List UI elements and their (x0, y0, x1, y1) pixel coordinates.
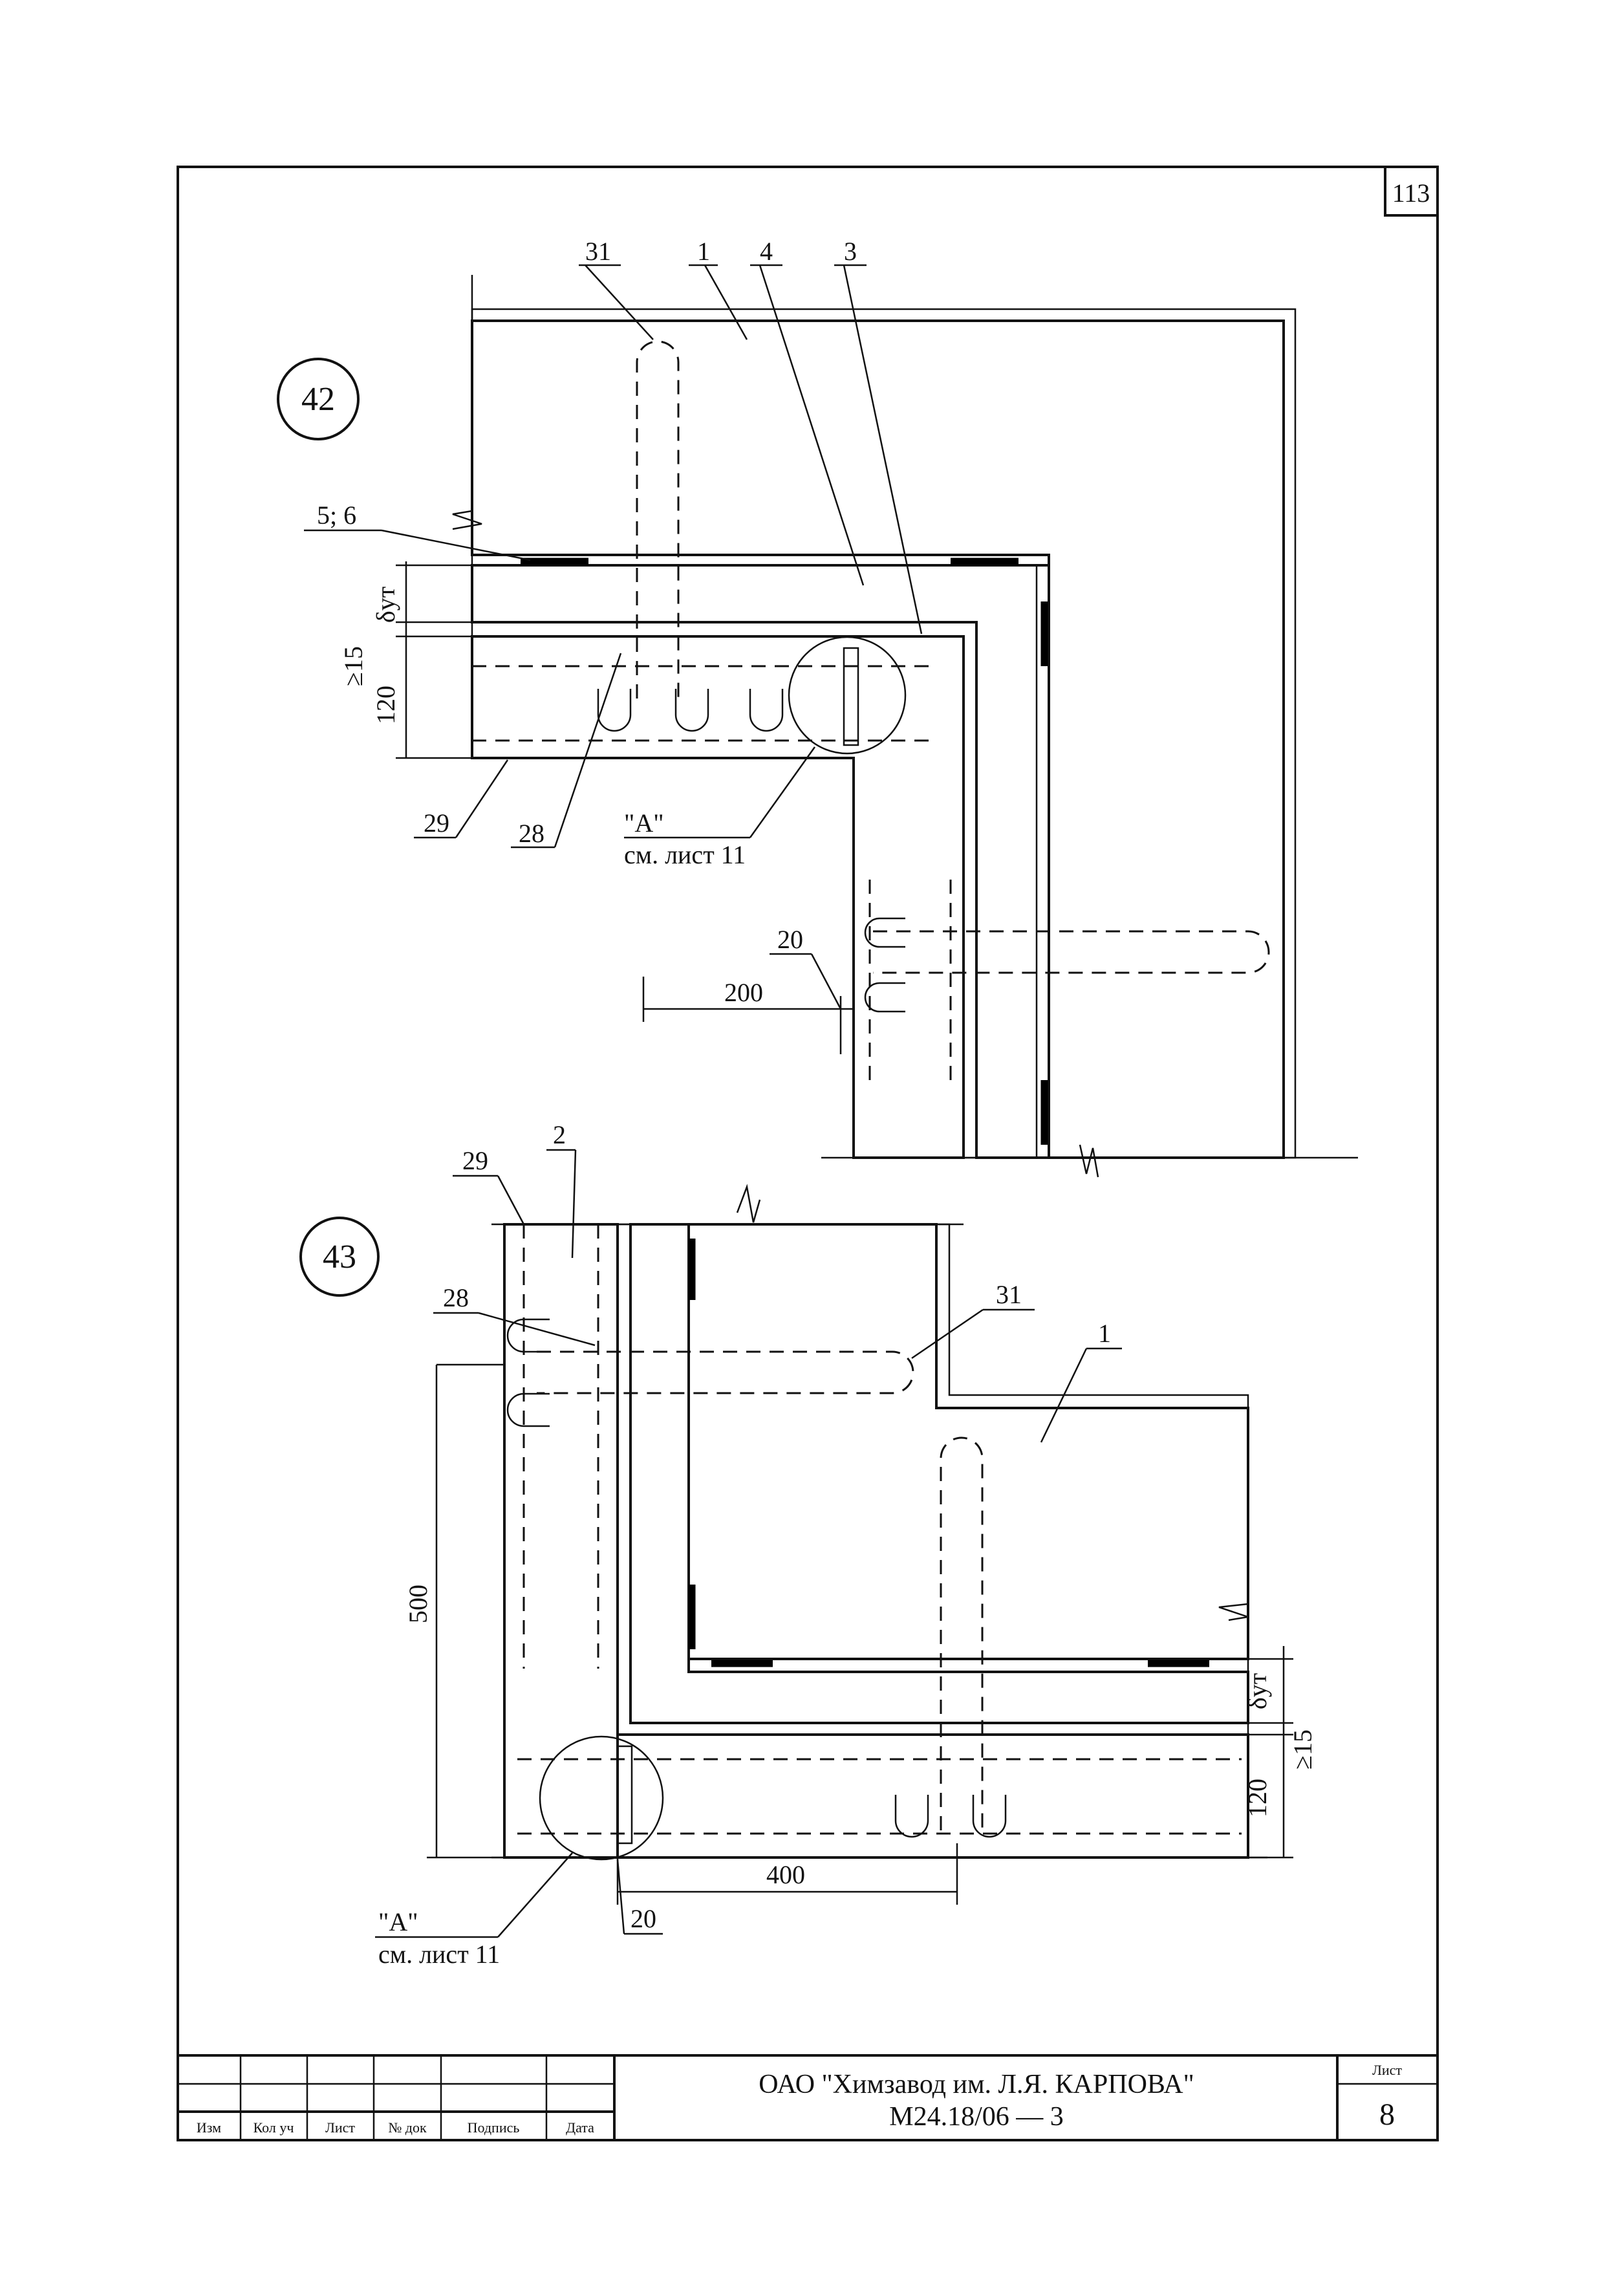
detail-43-break-top (736, 1184, 761, 1223)
detail-42-label-4: 4 (760, 237, 773, 266)
detail-43-loop (506, 1392, 550, 1427)
title-col-nodok: № док (388, 2119, 427, 2136)
detail-43-block-plaster (935, 1223, 1249, 1409)
detail-42-leader-31 (585, 265, 654, 340)
detail-42-sealant-20 (843, 647, 859, 746)
detail-42-leader-28 (554, 653, 622, 848)
detail-43-bottom-slab (616, 1733, 1249, 1859)
detail-42-label-28: 28 (519, 819, 544, 848)
detail-42-anchor-31 (636, 340, 680, 699)
detail-42-lower-element-29 (471, 635, 965, 1159)
detail-42-loop (864, 917, 905, 948)
detail-42-anchor-lower (472, 665, 931, 742)
detail-43-dim-dut: δут (1243, 1673, 1272, 1709)
detail-42-leader-4 (759, 265, 865, 586)
detail-43-label-1: 1 (1098, 1319, 1111, 1348)
detail-42-break-bottom (1079, 1144, 1099, 1178)
detail-42-leader-5-6 (381, 529, 531, 561)
detail-43-dim-15: ≥15 (1288, 1729, 1317, 1770)
detail-42-anchor-vertical-dash (868, 880, 952, 1087)
detail-43-leader-20 (616, 1859, 625, 1934)
title-block: Изм Кол уч Лист № док Подпись Дата ОАО "… (177, 2054, 1439, 2141)
detail-42-callout-A: "A" (624, 808, 664, 838)
detail-43-loop (894, 1795, 929, 1838)
sheet-number-top: 113 (1392, 179, 1430, 208)
detail-43-break-right (1218, 1603, 1249, 1621)
detail-43-leader-2 (571, 1149, 577, 1259)
title-col-kol: Кол уч (253, 2119, 294, 2136)
detail-43-label-20: 20 (630, 1904, 656, 1933)
detail-43-sealant-20 (616, 1745, 633, 1845)
detail-42-label-3: 3 (844, 237, 857, 266)
detail-43-callout-leader (497, 1852, 573, 1938)
detail-42-plaster-strip-3 (471, 621, 978, 1159)
detail-43-loop (972, 1795, 1007, 1838)
title-sheet-value: 8 (1379, 2097, 1395, 2132)
detail-42-callout-circle (788, 636, 907, 755)
detail-43-marker-circle (299, 1217, 380, 1297)
detail-43-anchor-vertical (940, 1436, 984, 1830)
detail-43-callout-circle (539, 1735, 664, 1861)
detail-42-loop (864, 982, 905, 1013)
detail-42: 42 "A" см (277, 237, 1358, 1178)
detail-43-insulation (629, 1223, 1249, 1724)
detail-42-anchor-horizontal (873, 930, 1270, 974)
detail-43-leader-29 (497, 1175, 525, 1225)
title-col-data: Дата (566, 2119, 594, 2136)
detail-42-loop (597, 689, 632, 732)
detail-43-label-31: 31 (996, 1280, 1022, 1309)
detail-42-leader-1 (704, 265, 748, 340)
detail-43-dim-120: 120 (1243, 1779, 1272, 1817)
detail-42-loop (674, 689, 709, 732)
detail-43-label-29: 29 (462, 1146, 488, 1175)
detail-43-dim-500: 500 (404, 1585, 433, 1623)
detail-42-dim-15: ≥15 (339, 646, 368, 686)
detail-42-label-1: 1 (697, 237, 710, 266)
detail-42-plaster-layer (471, 308, 1297, 1159)
title-col-list: Лист (325, 2119, 355, 2136)
detail-43-loop (506, 1318, 550, 1353)
detail-43-anchor-lower (517, 1758, 1242, 1835)
detail-43-label-28: 28 (443, 1283, 469, 1312)
detail-42-loop (749, 689, 784, 732)
detail-42-dim-120: 120 (371, 686, 400, 724)
detail-43-dim-400: 400 (766, 1860, 805, 1889)
detail-42-label-31: 31 (585, 237, 611, 266)
detail-43-leader-1 (1040, 1348, 1088, 1443)
detail-42-leader-29 (455, 759, 509, 838)
title-col-izm: Изм (197, 2119, 221, 2136)
detail-42-dim-dut: δут (371, 587, 400, 623)
detail-43: 43 "A" с (299, 1120, 1317, 1969)
title-organization: ОАО "Химзавод им. Л.Я. КАРПОВА" (759, 2070, 1194, 2099)
detail-42-label-29: 29 (424, 808, 449, 838)
detail-43-callout-ref: см. лист 11 (378, 1940, 500, 1969)
detail-42-marker: 42 (301, 381, 335, 418)
detail-42-callout-ref: см. лист 11 (624, 840, 746, 869)
detail-42-break-left (452, 510, 482, 530)
detail-42-leader-20 (810, 953, 842, 1010)
detail-43-callout-A: "A" (378, 1907, 418, 1936)
title-col-podpis: Подпись (468, 2119, 520, 2136)
detail-42-leader-3 (843, 265, 923, 634)
title-doc-code: М24.18/06 — 3 (889, 2102, 1064, 2132)
detail-43-anchor-left-dash (523, 1224, 599, 1669)
sheet-number-box: 113 (1384, 166, 1439, 217)
detail-43-marker: 43 (323, 1239, 356, 1275)
detail-42-marker-circle (277, 358, 360, 440)
detail-42-dim-200: 200 (724, 978, 763, 1007)
detail-42-callout-leader (749, 746, 816, 838)
detail-43-wall-block-1 (687, 1223, 1249, 1660)
detail-42-wall-block-1 (471, 319, 1285, 1159)
detail-43-leader-31 (911, 1308, 984, 1359)
detail-42-label-20: 20 (777, 925, 803, 954)
detail-43-anchor-31 (537, 1350, 914, 1394)
title-sheet-label: Лист (1372, 2062, 1402, 2078)
detail-43-leader-28 (478, 1312, 596, 1347)
detail-43-label-2: 2 (553, 1120, 566, 1149)
detail-42-label-5-6: 5; 6 (317, 501, 356, 530)
